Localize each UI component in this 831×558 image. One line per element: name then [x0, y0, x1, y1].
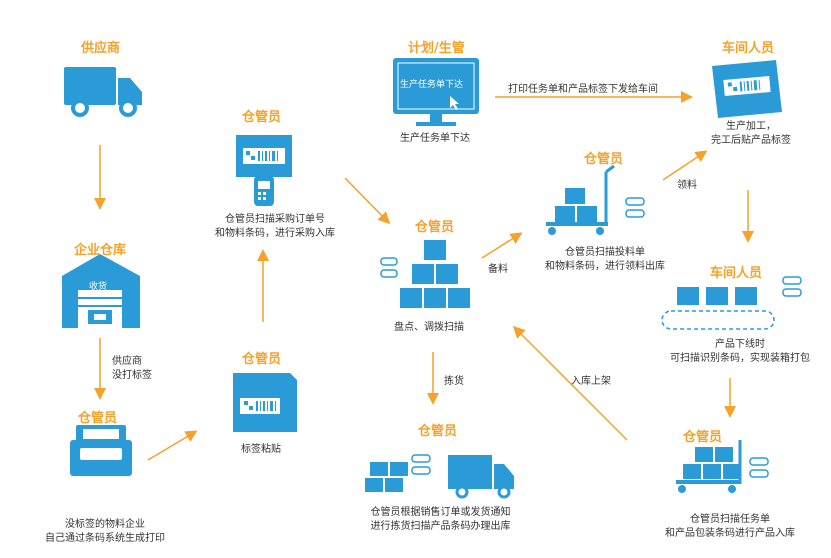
arrow-center-to-issue [481, 232, 523, 259]
monitor-icon [393, 58, 479, 126]
caption-ship: 仓管员根据销售订单或发货通知 进行拣货扫描产品条码办理出库 [358, 506, 523, 534]
trolley-product-in-icon [676, 440, 742, 493]
role-workshop-mid: 车间人员 [710, 266, 763, 281]
caption-no-label-1: 没标签的物料企业 [65, 519, 145, 530]
role-wh-top-left: 仓管员 [242, 110, 282, 125]
barcode-scanner-icon [236, 135, 292, 206]
caption-scan-purchase: 仓管员扫描采购订单号 和物料条码，进行采购入库 [210, 213, 340, 241]
caption-offline-1: 产品下线时 [715, 339, 765, 350]
edge-prepare: 备料 [488, 264, 508, 275]
warehouse-receiving-text: 收货 [89, 282, 108, 292]
role-plan-prod: 计划/生管 [408, 41, 465, 56]
shipping-truck-icon [365, 455, 514, 499]
box-pile-icon [400, 240, 470, 308]
caption-ship-2: 进行拣货扫描产品条码办理出库 [370, 521, 511, 532]
role-wh-center: 仓管员 [415, 220, 455, 235]
caption-workshop-process-1: 生产加工， [726, 121, 776, 132]
caption-workshop-process: 生产加工， 完工后贴产品标签 [706, 120, 796, 148]
barcode-box-icon [233, 373, 297, 432]
warehouse-icon [62, 254, 140, 328]
caption-label-paste: 标签粘贴 [241, 444, 281, 455]
role-wh-right-top: 仓管员 [584, 152, 624, 167]
truck-icon [64, 67, 142, 117]
role-wh-mid-left: 仓管员 [242, 352, 282, 367]
caption-scan-purchase-2: 和物料条码，进行采购入库 [215, 228, 335, 239]
arrow-scan-to-center [344, 177, 391, 225]
caption-prod-in-1: 仓管员扫描任务单 [690, 514, 770, 525]
role-workshop-top: 车间人员 [722, 41, 775, 56]
barcode-label-device-icon [712, 60, 782, 118]
caption-no-label: 没标签的物料企业 自己通过条码系统生成打印 [35, 518, 175, 546]
caption-scan-purchase-1: 仓管员扫描采购订单号 [225, 214, 325, 225]
caption-no-label-2: 自己通过条码系统生成打印 [45, 533, 165, 544]
edge-supplier-no-label-1: 供应商 [112, 356, 142, 367]
caption-prod-in: 仓管员扫描任务单 和产品包装条码进行产品入库 [650, 513, 810, 541]
caption-prod-in-2: 和产品包装条码进行产品入库 [665, 528, 795, 539]
caption-ship-1: 仓管员根据销售订单或发货通知 [370, 507, 511, 518]
rfid-icon [380, 197, 802, 478]
edge-picking: 拣货 [444, 376, 464, 387]
role-supplier: 供应商 [81, 41, 121, 56]
role-wh-bottom-left: 仓管员 [78, 411, 118, 426]
arrow-prodin-to-center [512, 325, 628, 441]
trolley-icon [546, 164, 615, 235]
caption-scan-issue-1: 仓管员扫描投料单 [565, 247, 645, 258]
edge-shelving: 入库上架 [571, 376, 611, 387]
edge-supplier-no-label-2: 没打标签 [112, 370, 152, 381]
caption-plan: 生产任务单下达 [400, 133, 470, 144]
edge-print-task: 打印任务单和产品标签下发给车间 [508, 84, 658, 95]
caption-offline: 产品下线时 可扫描识别条码，实现装箱打包 [660, 338, 820, 366]
role-enterprise-warehouse: 企业仓库 [74, 243, 127, 258]
conveyor-icon [661, 287, 775, 330]
arrow-issue-to-workshop [662, 150, 708, 181]
caption-offline-2: 可扫描识别条码，实现装箱打包 [670, 353, 810, 364]
arrow-nolabel-to-labelbox [147, 430, 198, 461]
caption-inventory: 盘点、调拨扫描 [394, 322, 464, 333]
caption-scan-issue: 仓管员扫描投料单 和物料条码，进行领料出库 [540, 246, 670, 274]
monitor-screen-text: 生产任务单下达 [400, 80, 464, 90]
role-wh-bottom-right: 仓管员 [683, 430, 723, 445]
role-wh-bottom-center: 仓管员 [418, 424, 458, 439]
edge-pick-material: 领料 [677, 180, 697, 191]
caption-scan-issue-2: 和物料条码，进行领料出库 [545, 261, 665, 272]
caption-workshop-process-2: 完工后贴产品标签 [711, 135, 791, 146]
barcode-printer-icon [70, 425, 132, 476]
flow-arrows [94, 91, 754, 461]
